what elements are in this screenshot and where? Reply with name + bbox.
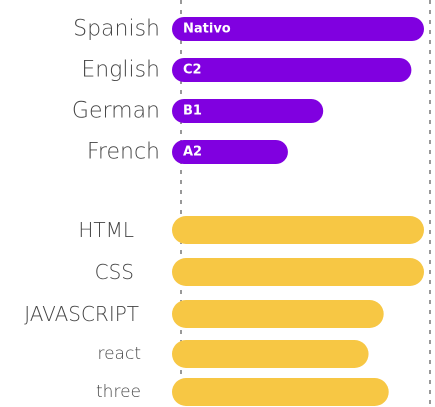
category-label-french: French bbox=[87, 140, 160, 165]
category-label-german: German bbox=[72, 99, 160, 124]
category-label-html: HTML bbox=[78, 218, 134, 242]
category-label-spanish: Spanish bbox=[73, 17, 160, 42]
bar-css bbox=[172, 258, 424, 286]
data-label-french: A2 bbox=[183, 145, 202, 160]
category-label-javascript: JAVASCRIPT bbox=[24, 302, 139, 326]
category-label-css: CSS bbox=[95, 260, 134, 284]
data-label-english: C2 bbox=[183, 63, 202, 78]
data-label-spanish: Nativo bbox=[183, 22, 231, 37]
bar-german bbox=[172, 99, 324, 123]
bar-html bbox=[172, 216, 424, 244]
bar-javascript bbox=[172, 300, 384, 328]
data-label-german: B1 bbox=[183, 104, 202, 119]
category-label-english: English bbox=[81, 58, 160, 83]
bar-react bbox=[172, 340, 369, 368]
bar-english bbox=[172, 58, 412, 82]
bar-three bbox=[172, 378, 389, 406]
bar-french bbox=[172, 140, 288, 164]
category-label-react: react bbox=[97, 344, 141, 364]
category-label-three: three bbox=[96, 382, 141, 402]
bar-spanish bbox=[172, 17, 424, 41]
